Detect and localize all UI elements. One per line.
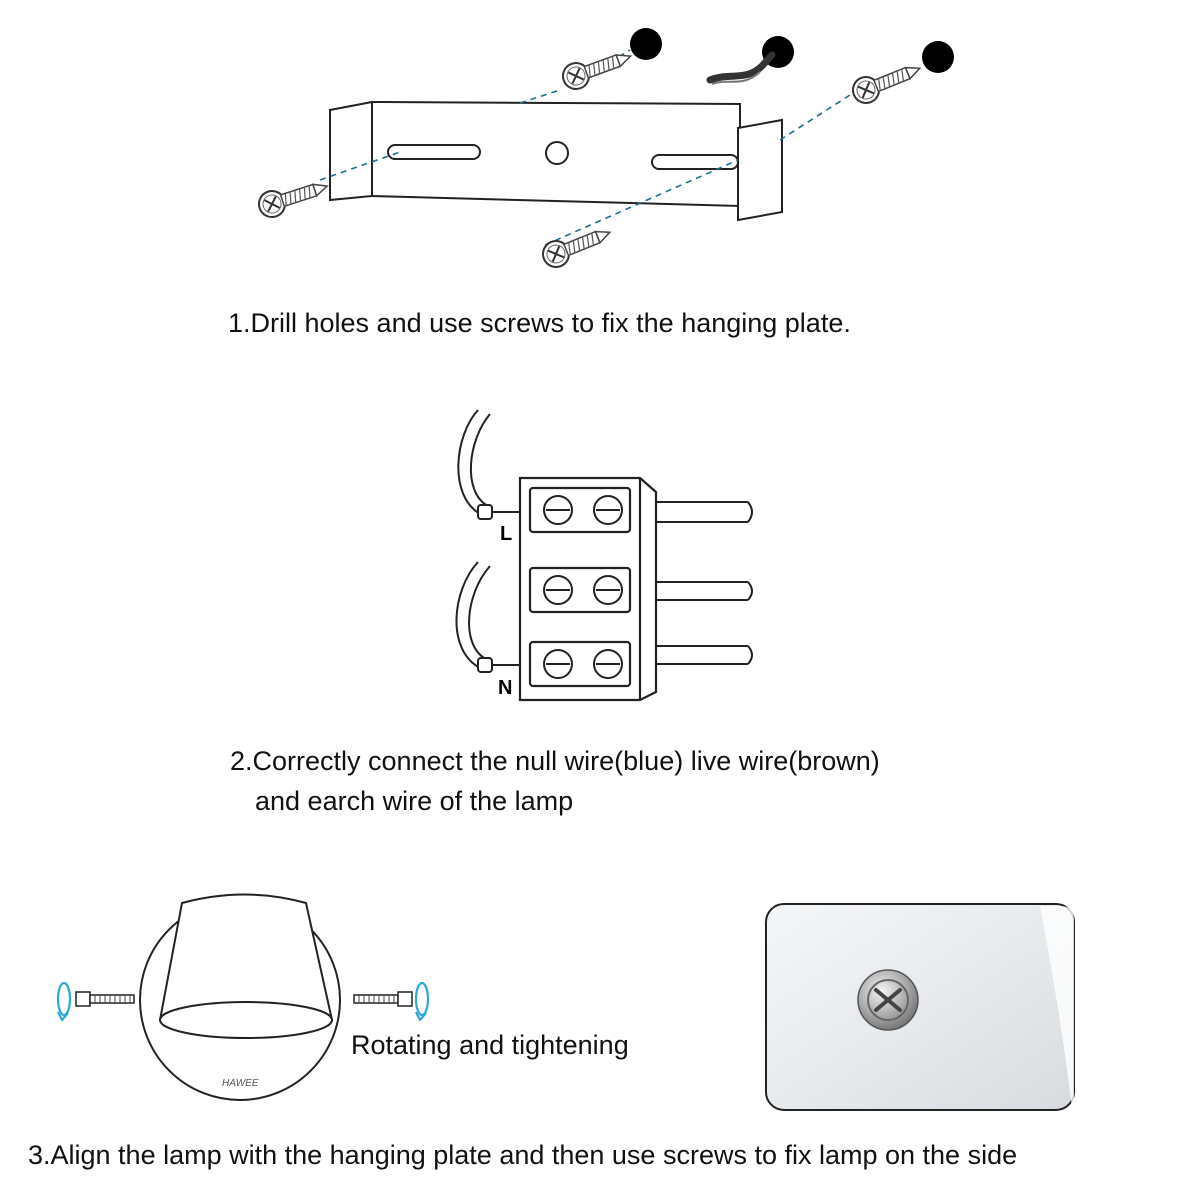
rotate-arrow-icon [414, 981, 430, 1022]
step1-diagram [254, 28, 954, 272]
screw-icon [353, 991, 413, 1007]
step1-caption: 1.Drill holes and use screws to fix the … [228, 308, 851, 338]
step2-diagram: L N [455, 409, 753, 702]
screw-icon [75, 991, 135, 1007]
null-wire-label: N [498, 677, 512, 699]
drill-hole-icon [630, 28, 662, 60]
brand-logo: HAWEE [222, 1078, 259, 1089]
step2-caption-line1: 2.Correctly connect the null wire(blue) … [230, 746, 880, 776]
rotate-arrow-icon [56, 981, 72, 1022]
screw-photo [765, 903, 1075, 1111]
lamp-shade-icon [158, 893, 334, 1039]
wall-wire-icon [706, 51, 776, 84]
step2-caption-line2: and earch wire of the lamp [255, 786, 574, 816]
drill-hole-icon [922, 41, 954, 73]
rotate-label: Rotating and tightening [351, 1030, 629, 1060]
step3-caption: 3.Align the lamp with the hanging plate … [28, 1140, 1018, 1170]
live-wire-label: L [500, 523, 512, 545]
step3-diagram: HAWEE [56, 893, 1075, 1111]
